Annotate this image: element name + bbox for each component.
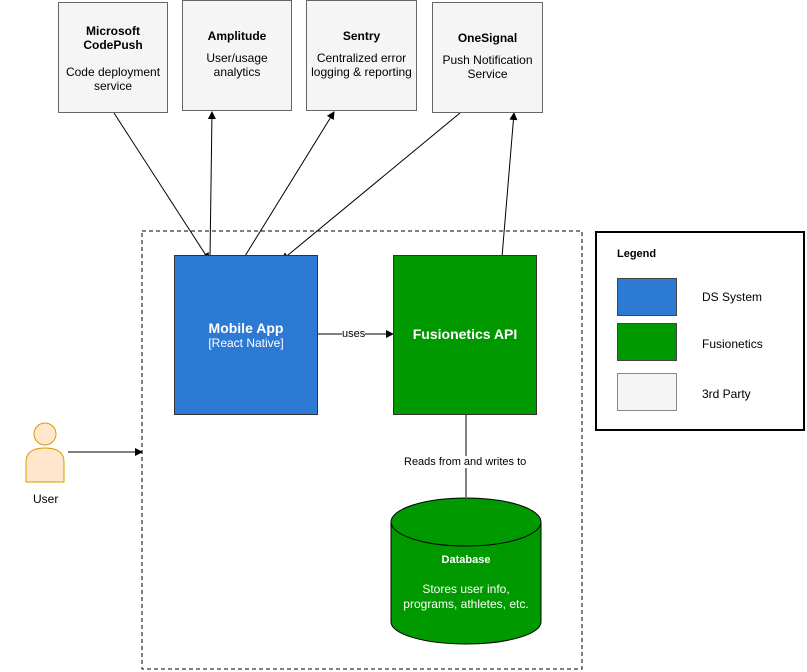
edge-onesignal-to-app [281, 112, 461, 261]
legend-label-ds-system: DS System [702, 290, 763, 304]
codepush-desc: Code deployment service [65, 65, 161, 93]
sentry-box: Sentry Centralized error logging & repor… [306, 0, 417, 111]
sentry-title: Sentry [342, 29, 381, 43]
legend-swatch-ds-system [617, 278, 677, 316]
onesignal-title: OneSignal [457, 31, 518, 45]
amplitude-box: Amplitude User/usage analytics [182, 0, 292, 111]
user-icon [25, 422, 65, 483]
database-cylinder [390, 497, 542, 645]
mobile-app-subtitle: [React Native] [208, 336, 284, 350]
amplitude-title: Amplitude [207, 29, 267, 43]
onesignal-desc: Push Notification Service [442, 53, 533, 81]
edge-api-to-onesignal [501, 112, 518, 258]
legend-title: Legend [617, 248, 657, 260]
amplitude-desc: User/usage analytics [206, 51, 268, 79]
edge-app-amplitude [205, 111, 216, 266]
database-desc: Stores user info, programs, athletes, et… [403, 582, 529, 611]
codepush-title: Microsoft CodePush [83, 24, 143, 52]
edge-label-reads-writes: Reads from and writes to [404, 456, 527, 468]
sentry-desc: Centralized error logging & reporting [311, 51, 412, 79]
legend-label-fusionetics: Fusionetics [702, 337, 763, 351]
edge-app-to-sentry [244, 111, 335, 257]
legend-label-third-party: 3rd Party [702, 387, 751, 401]
api-title: Fusionetics API [412, 326, 518, 342]
api-box: Fusionetics API [393, 255, 537, 415]
legend-swatch-fusionetics [617, 323, 677, 361]
codepush-box: Microsoft CodePush Code deployment servi… [58, 2, 168, 113]
legend-swatch-third-party [617, 373, 677, 411]
edge-label-uses: uses [342, 328, 366, 340]
onesignal-box: OneSignal Push Notification Service [432, 2, 543, 113]
mobile-app-title: Mobile App [208, 320, 284, 336]
database-title: Database [441, 554, 491, 566]
legend: Legend DS System Fusionetics 3rd Party [595, 231, 805, 431]
mobile-app-box: Mobile App [React Native] [174, 255, 318, 415]
user-label: User [33, 492, 59, 506]
edge-codepush-to-app [113, 112, 210, 261]
